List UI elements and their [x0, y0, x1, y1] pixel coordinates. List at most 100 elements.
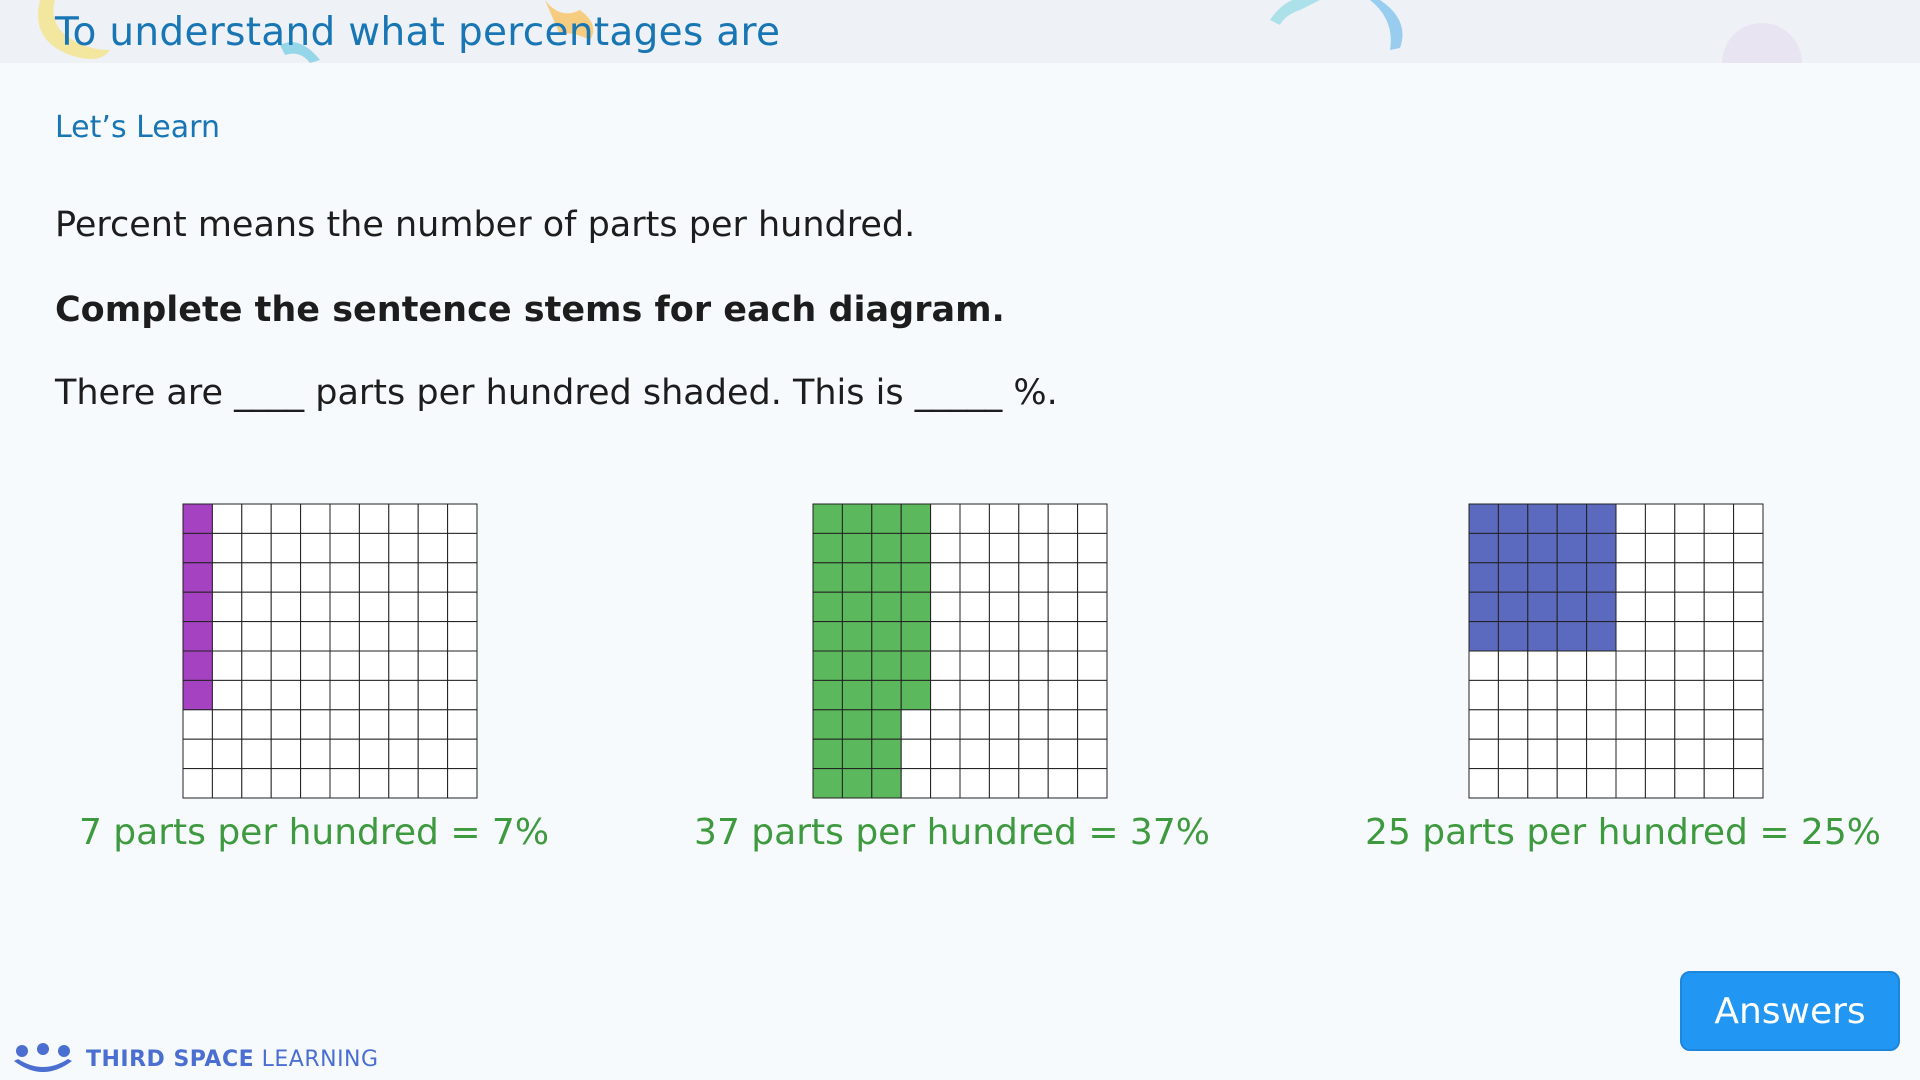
- grid-square: [329, 503, 360, 534]
- shaded-square: [841, 591, 873, 623]
- grid-square: [447, 503, 478, 534]
- grid-square: [211, 591, 243, 623]
- grid-square: [447, 768, 478, 799]
- shaded-square: [1497, 503, 1529, 534]
- grid-square: [447, 738, 478, 770]
- grid-square: [1556, 709, 1588, 740]
- shaded-square: [871, 562, 902, 593]
- grid-square: [1674, 768, 1705, 799]
- grid-square: [1586, 768, 1617, 799]
- grid-square: [1586, 709, 1617, 740]
- shaded-square: [182, 650, 213, 681]
- grid-square: [211, 738, 243, 770]
- grid-square: [988, 503, 1020, 534]
- grid-square: [959, 679, 990, 711]
- grid-square: [417, 532, 449, 564]
- shaded-square: [871, 650, 902, 681]
- grid-square: [1615, 532, 1646, 564]
- shaded-square: [841, 679, 873, 711]
- grid-square: [300, 738, 331, 770]
- grid-square: [1674, 650, 1705, 681]
- grid-square: [1047, 532, 1079, 564]
- grid-square: [358, 621, 390, 652]
- grid-square: [988, 738, 1020, 770]
- hundred-grid-1: [182, 503, 478, 799]
- grid-square: [447, 650, 478, 681]
- grid-square: [270, 738, 302, 770]
- brand-logo: THIRD SPACE LEARNING: [12, 1042, 379, 1076]
- grid-square: [1527, 709, 1558, 740]
- diagram-caption-1: 7 parts per hundred = 7%: [78, 812, 550, 853]
- shaded-square: [1586, 532, 1617, 564]
- grid-square: [1527, 768, 1558, 799]
- grid-square: [1497, 768, 1529, 799]
- grid-square: [241, 709, 272, 740]
- grid-square: [959, 532, 990, 564]
- grid-square: [1733, 562, 1764, 593]
- grid-square: [358, 562, 390, 593]
- shaded-square: [1527, 621, 1558, 652]
- shaded-square: [871, 768, 902, 799]
- grid-square: [1018, 768, 1049, 799]
- grid-square: [1018, 679, 1049, 711]
- shaded-square: [812, 621, 843, 652]
- grid-square: [417, 650, 449, 681]
- grid-square: [211, 621, 243, 652]
- grid-square: [1615, 503, 1646, 534]
- shaded-square: [1468, 591, 1499, 623]
- grid-square: [329, 591, 360, 623]
- shaded-square: [182, 679, 213, 711]
- grid-square: [930, 591, 961, 623]
- grid-square: [388, 532, 419, 564]
- answers-button[interactable]: Answers: [1680, 971, 1900, 1051]
- grid-square: [1733, 709, 1764, 740]
- grid-square: [1077, 650, 1108, 681]
- shaded-square: [1556, 591, 1588, 623]
- grid-square: [182, 738, 213, 770]
- shaded-square: [812, 768, 843, 799]
- grid-square: [959, 650, 990, 681]
- shaded-square: [841, 650, 873, 681]
- grid-square: [1703, 503, 1735, 534]
- grid-square: [1556, 679, 1588, 711]
- shaded-square: [1497, 621, 1529, 652]
- grid-square: [1674, 532, 1705, 564]
- shaded-square: [812, 679, 843, 711]
- grid-square: [930, 650, 961, 681]
- grid-square: [1468, 679, 1499, 711]
- shaded-square: [1527, 532, 1558, 564]
- grid-square: [1556, 650, 1588, 681]
- shaded-square: [812, 650, 843, 681]
- grid-square: [959, 503, 990, 534]
- grid-square: [270, 591, 302, 623]
- grid-square: [1556, 738, 1588, 770]
- grid-square: [211, 562, 243, 593]
- grid-square: [1644, 503, 1676, 534]
- grid-square: [1615, 650, 1646, 681]
- grid-square: [388, 562, 419, 593]
- grid-square: [959, 591, 990, 623]
- grid-square: [1674, 679, 1705, 711]
- grid-square: [1674, 738, 1705, 770]
- grid-square: [300, 591, 331, 623]
- shaded-square: [841, 532, 873, 564]
- grid-square: [329, 562, 360, 593]
- grid-square: [930, 503, 961, 534]
- shaded-square: [1468, 621, 1499, 652]
- grid-square: [1018, 591, 1049, 623]
- grid-square: [1077, 503, 1108, 534]
- shaded-square: [841, 768, 873, 799]
- grid-square: [1703, 768, 1735, 799]
- grid-square: [1468, 738, 1499, 770]
- grid-square: [988, 679, 1020, 711]
- shaded-square: [900, 621, 932, 652]
- grid-square: [959, 562, 990, 593]
- shaded-square: [900, 532, 932, 564]
- grid-square: [329, 621, 360, 652]
- grid-square: [447, 679, 478, 711]
- hundred-grid-svg: [182, 503, 478, 799]
- grid-square: [1674, 709, 1705, 740]
- grid-square: [1733, 738, 1764, 770]
- grid-square: [1018, 503, 1049, 534]
- grid-square: [1644, 562, 1676, 593]
